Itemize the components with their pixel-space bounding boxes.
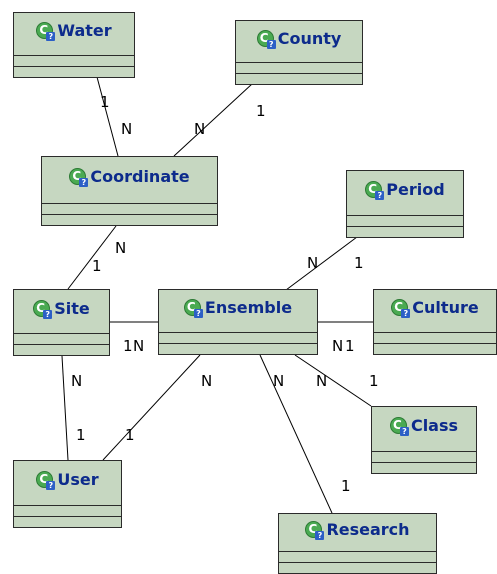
cardinality-label: 1 <box>100 93 110 111</box>
edge-coordinate-site <box>67 225 117 290</box>
class-icon: C? <box>69 168 89 187</box>
cardinality-label: 1 <box>256 102 266 120</box>
cardinality-label: 1 <box>354 254 364 272</box>
entity-name: Class <box>410 416 459 435</box>
divider <box>42 203 217 204</box>
divider <box>374 332 496 333</box>
edge-water-coordinate <box>96 76 119 157</box>
divider <box>236 62 362 63</box>
entity-period[interactable]: C? Period <box>346 170 464 238</box>
entity-water[interactable]: C? Water <box>13 12 135 78</box>
divider <box>14 66 134 67</box>
class-icon: C? <box>365 181 385 200</box>
edge-ensemble-research <box>259 354 333 514</box>
entity-user[interactable]: C? User <box>13 460 122 528</box>
cardinality-label: 1 <box>123 337 133 355</box>
entity-research[interactable]: C? Research <box>278 513 437 574</box>
edge-ensemble-user <box>102 354 201 461</box>
entity-name: County <box>277 28 342 48</box>
class-icon: C? <box>36 471 56 490</box>
divider <box>14 333 109 334</box>
cardinality-label: N <box>201 372 213 390</box>
divider <box>14 516 121 517</box>
cardinality-label: N <box>273 372 285 390</box>
entity-class[interactable]: C? Class <box>371 406 477 474</box>
entity-name: Period <box>386 180 445 199</box>
class-icon: C? <box>389 417 409 436</box>
entity-name: Culture <box>412 298 479 317</box>
entity-ensemble[interactable]: C? Ensemble <box>158 289 318 355</box>
cardinality-label: N <box>194 120 206 138</box>
divider <box>374 343 496 344</box>
entity-name: Water <box>57 21 112 40</box>
divider <box>347 226 463 227</box>
cardinality-label: 1 <box>76 426 86 444</box>
cardinality-label: N <box>71 372 83 390</box>
cardinality-label: 1 <box>341 477 351 495</box>
divider <box>347 215 463 216</box>
divider <box>279 551 436 552</box>
divider <box>159 332 317 333</box>
edge-site-user <box>61 355 69 461</box>
edge-county-coordinate <box>173 83 253 157</box>
entity-county[interactable]: C? County <box>235 20 363 85</box>
divider <box>14 344 109 345</box>
divider <box>236 73 362 74</box>
entity-name: Ensemble <box>204 298 293 317</box>
class-icon: C? <box>36 22 56 41</box>
divider <box>372 462 476 463</box>
cardinality-label: 1 <box>345 337 355 355</box>
class-icon: C? <box>33 299 53 319</box>
entity-name: Site <box>54 298 90 318</box>
class-icon: C? <box>256 29 276 49</box>
divider <box>14 505 121 506</box>
cardinality-label: N <box>133 337 145 355</box>
class-icon: C? <box>183 299 203 318</box>
divider <box>279 562 436 563</box>
cardinality-label: N <box>332 337 344 355</box>
cardinality-label: N <box>121 120 133 138</box>
cardinality-label: N <box>307 254 319 272</box>
divider <box>372 451 476 452</box>
entity-name: User <box>57 470 99 489</box>
edge-ensemble-class <box>294 354 372 407</box>
cardinality-label: 1 <box>125 426 135 444</box>
cardinality-label: N <box>115 239 127 257</box>
entity-name: Coordinate <box>90 167 190 186</box>
divider <box>159 343 317 344</box>
divider <box>42 214 217 215</box>
divider <box>14 55 134 56</box>
class-icon: C? <box>391 299 411 318</box>
entity-culture[interactable]: C? Culture <box>373 289 497 355</box>
class-icon: C? <box>305 520 325 540</box>
edge-period-ensemble <box>285 236 358 291</box>
cardinality-label: 1 <box>369 372 379 390</box>
cardinality-label: 1 <box>92 257 102 275</box>
entity-name: Research <box>326 519 410 539</box>
entity-site[interactable]: C? Site <box>13 289 110 356</box>
cardinality-label: N <box>316 372 328 390</box>
entity-coordinate[interactable]: C? Coordinate <box>41 156 218 226</box>
